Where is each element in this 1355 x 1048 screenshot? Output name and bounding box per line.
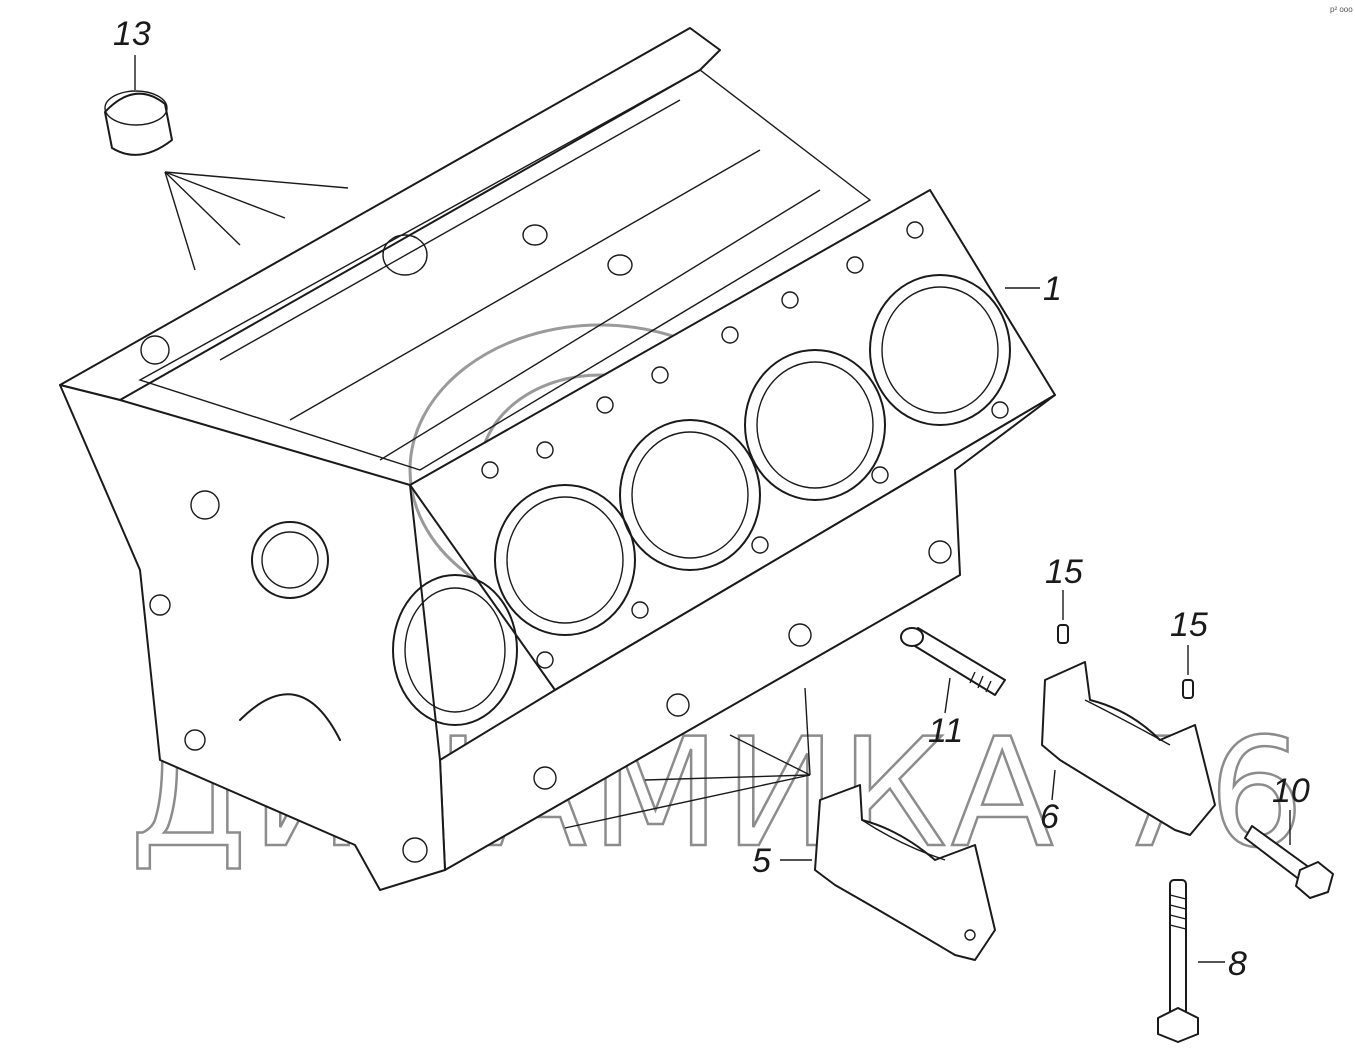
leader-line <box>564 774 811 829</box>
label-part-1: 1 <box>1043 270 1062 308</box>
engine-block <box>59 27 1056 891</box>
bolt-8-thread <box>1169 894 1187 930</box>
bearing-cap-5-arch <box>861 819 946 861</box>
leader-line <box>644 774 811 781</box>
deck-hole <box>536 441 554 459</box>
deck-hole <box>846 256 864 274</box>
block-valley <box>138 69 872 471</box>
bearing-cap-6-arch <box>1084 699 1171 746</box>
leader-line <box>164 171 241 246</box>
leader-arrows-13 <box>164 171 349 271</box>
valley-boss-2 <box>522 224 548 246</box>
deck-hole <box>481 461 499 479</box>
deck-hole <box>781 291 799 309</box>
cylinder-bores <box>494 274 1011 636</box>
deck-hole <box>536 651 554 669</box>
deck-hole <box>721 326 739 344</box>
valley-boss-3 <box>607 254 633 276</box>
label-part-11: 11 <box>928 712 963 750</box>
front-hole-b <box>149 594 171 616</box>
label-part-10: 10 <box>1272 772 1310 810</box>
block-front-face <box>59 384 446 891</box>
bearing-cap-5-hole <box>964 929 976 941</box>
leader-arrows-caps <box>564 687 811 829</box>
deck-hole <box>871 466 889 484</box>
dowel-15a <box>1057 624 1069 644</box>
label-part-5: 5 <box>752 842 771 880</box>
side-hole-2 <box>788 623 812 647</box>
part-15-dowels <box>1057 590 1194 699</box>
leader-11 <box>944 677 951 714</box>
bolt-8-shank <box>1169 879 1187 1021</box>
label-part-15a: 15 <box>1045 553 1083 591</box>
part-11-bolt <box>900 627 1006 714</box>
bolt-8-head <box>1157 1007 1199 1043</box>
part-8-bolt <box>1157 879 1225 1043</box>
label-part-8: 8 <box>1228 945 1247 983</box>
part-6-bearing-cap <box>1041 661 1216 836</box>
front-bore-2 <box>392 574 518 726</box>
deck-hole <box>751 536 769 554</box>
front-hole-d <box>402 837 428 863</box>
front-bore-1-inner <box>261 531 319 589</box>
dowel-15b <box>1182 679 1194 699</box>
bearing-cap-5-body <box>814 784 996 961</box>
leader-line <box>729 734 811 776</box>
cylinder-bore-3-inner <box>756 361 874 489</box>
cylinder-bore-3 <box>744 349 886 501</box>
bolt-11-thread <box>969 671 992 693</box>
bearing-cap-6-body <box>1041 661 1216 836</box>
label-part-15b: 15 <box>1170 606 1208 644</box>
deck-hole <box>631 601 649 619</box>
bushing-top-edge <box>104 90 168 126</box>
deck-hole <box>596 396 614 414</box>
cylinder-bore-2-inner <box>631 431 749 559</box>
part-10-bolt <box>1244 810 1334 899</box>
leader-line <box>164 171 286 219</box>
cylinder-bore-1-inner <box>506 496 624 624</box>
label-part-13: 13 <box>113 15 151 53</box>
leader-6 <box>1051 769 1056 801</box>
front-bore-2-inner <box>404 587 506 713</box>
front-hole-a <box>190 490 220 520</box>
cylinder-bore-4-inner <box>881 286 999 414</box>
label-part-6: 6 <box>1040 798 1059 836</box>
leader-line <box>164 171 196 271</box>
side-hole-3 <box>533 766 557 790</box>
block-top-rail <box>59 27 721 401</box>
front-bore-1 <box>251 521 329 599</box>
front-hole-c <box>184 729 206 751</box>
front-hole-e <box>140 335 170 365</box>
side-hole-1 <box>666 693 690 717</box>
part-13-bushing <box>104 55 173 156</box>
side-hole-4 <box>928 540 952 564</box>
deck-hole <box>991 401 1009 419</box>
corner-mark: p² ooo <box>1330 5 1353 14</box>
cylinder-bore-2 <box>619 419 761 571</box>
leader-line <box>804 687 811 776</box>
crank-arch <box>239 693 341 741</box>
deck-hole <box>651 366 669 384</box>
valley-ribs <box>219 99 821 461</box>
bolt-10-head <box>1295 861 1334 899</box>
deck-bolt-holes <box>481 221 1009 669</box>
bolt-11-head <box>900 627 924 647</box>
valley-boss-1 <box>382 234 428 276</box>
part-5-bearing-cap <box>780 784 996 961</box>
cylinder-bore-4 <box>869 274 1011 426</box>
leader-line <box>164 171 349 189</box>
cylinder-bore-1 <box>494 484 636 636</box>
deck-hole <box>906 221 924 239</box>
